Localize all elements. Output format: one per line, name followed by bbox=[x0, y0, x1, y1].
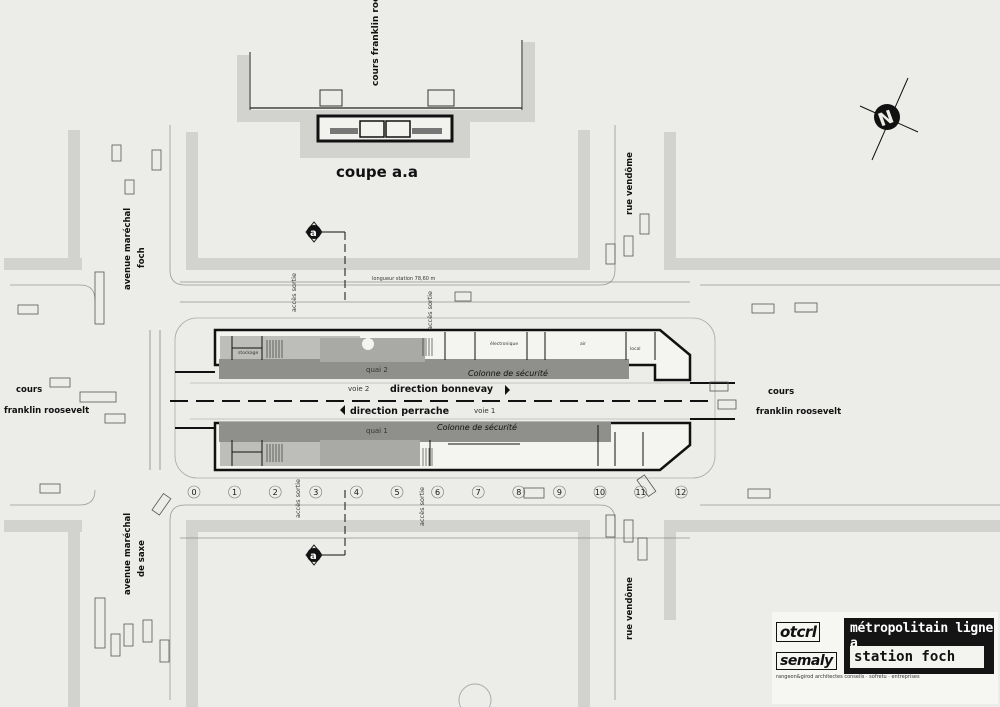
access-labels: accès sortie accès sortie accès sortie a… bbox=[290, 273, 434, 526]
quai1-platform bbox=[219, 422, 611, 442]
compass-icon bbox=[874, 104, 900, 130]
voie1-label: voie 1 bbox=[474, 407, 495, 415]
grid-number: 4 bbox=[354, 488, 359, 497]
section-marker-top: a bbox=[305, 221, 346, 300]
grid-circle bbox=[553, 485, 566, 499]
street-foch-line2: foch bbox=[137, 247, 147, 268]
grid-number: 8 bbox=[516, 488, 521, 497]
grid-circle bbox=[512, 485, 526, 499]
quai2-label: quai 2 bbox=[366, 366, 388, 374]
grid-circle bbox=[390, 485, 404, 499]
room-electronique: électronique bbox=[490, 340, 518, 347]
station-box: stockage électronique local air quai 2 q… bbox=[174, 317, 716, 479]
arrow-right-icon bbox=[505, 385, 510, 395]
room-air: air bbox=[580, 341, 586, 347]
section-marker-bottom-label: a bbox=[310, 551, 317, 562]
cars bbox=[17, 144, 818, 663]
logo-semaly: semaly bbox=[776, 652, 837, 670]
north-label: N bbox=[875, 106, 896, 131]
quai2-platform bbox=[219, 359, 629, 379]
title-note: rangeon&girod architectes conseils · sof… bbox=[776, 674, 920, 680]
grid-number: 6 bbox=[435, 488, 440, 497]
grid-number: 0 bbox=[191, 488, 196, 497]
direction-perrache: direction perrache bbox=[350, 406, 449, 417]
arrow-left-icon bbox=[340, 405, 345, 415]
grid-circle bbox=[471, 485, 485, 499]
acces-sortie-top-right: accès sortie bbox=[426, 291, 434, 330]
grid-number: 1 bbox=[232, 488, 237, 497]
station-name: station foch bbox=[850, 646, 984, 668]
length-note: longueur station 78,60 m bbox=[372, 276, 436, 282]
dimension-lines bbox=[149, 281, 690, 539]
grid-circle bbox=[593, 485, 607, 499]
section-marker-top-label: a bbox=[310, 228, 317, 239]
stamp bbox=[458, 683, 492, 707]
voie2-label: voie 2 bbox=[348, 385, 369, 393]
room-local: local bbox=[630, 346, 641, 352]
section-street-label: cours franklin roosevelt bbox=[371, 0, 381, 86]
grid-circle bbox=[268, 485, 282, 499]
street-cours-right-line1: cours bbox=[768, 387, 794, 397]
colonne-securite-top: Colonne de sécurité bbox=[468, 368, 548, 378]
grid-circle bbox=[187, 485, 201, 499]
north-arrow: N bbox=[859, 77, 919, 161]
grid-number: 10 bbox=[595, 488, 605, 497]
quai1-label: quai 1 bbox=[366, 427, 388, 435]
street-cours-left-line2: franklin roosevelt bbox=[4, 406, 89, 416]
grid-circle bbox=[634, 485, 647, 499]
grid-number: 3 bbox=[313, 488, 318, 497]
street-cours-right-line2: franklin roosevelt bbox=[756, 407, 841, 417]
grid-number: 11 bbox=[636, 488, 646, 497]
section-aa: cours franklin roosevelt coupe a.a bbox=[237, 0, 535, 181]
street-cours-left-line1: cours bbox=[16, 385, 42, 395]
street-vendome-top: rue vendôme bbox=[624, 152, 635, 215]
room-stockage: stockage bbox=[238, 350, 258, 356]
acces-sortie-bottom-left: accès sortie bbox=[294, 479, 302, 518]
street-vendome-bottom: rue vendôme bbox=[624, 577, 635, 640]
tracks: voie 2 direction bonnevay direction perr… bbox=[170, 371, 735, 429]
road-bands bbox=[4, 125, 1000, 707]
grid-circle bbox=[228, 485, 241, 499]
grid-number: 9 bbox=[557, 488, 562, 497]
street-names: avenue maréchal foch avenue maréchal de … bbox=[4, 152, 841, 640]
acces-sortie-bottom-right: accès sortie bbox=[418, 487, 426, 526]
colonne-securite-bottom: Colonne de sécurité bbox=[437, 422, 517, 432]
grid-number: 12 bbox=[676, 488, 686, 497]
section-title: coupe a.a bbox=[336, 163, 418, 181]
grid-number: 7 bbox=[476, 488, 481, 497]
direction-bonnevay: direction bonnevay bbox=[390, 384, 494, 395]
svg-text:avenue maréchal de saxe: avenue maréchal de saxe bbox=[122, 510, 147, 595]
acces-sortie-top-left: accès sortie bbox=[290, 273, 298, 312]
section-marker-bottom: a bbox=[305, 490, 346, 566]
grid-number: 2 bbox=[273, 488, 278, 497]
street-saxe-line1: avenue maréchal bbox=[122, 513, 133, 595]
grid-circle bbox=[431, 485, 444, 499]
grid-circle bbox=[350, 485, 363, 499]
logo-otcrl: otcrl bbox=[776, 622, 821, 642]
title-panel: métropolitain ligne a station foch bbox=[844, 618, 994, 674]
svg-text:avenue maréchal foch: avenue maréchal foch bbox=[122, 205, 147, 290]
street-saxe-line2: de saxe bbox=[137, 540, 147, 577]
grid-number: 5 bbox=[394, 488, 399, 497]
grid-circle bbox=[309, 485, 323, 499]
title-line: métropolitain ligne a bbox=[850, 621, 994, 651]
title-block: otcrl semaly métropolitain ligne a stati… bbox=[772, 612, 998, 704]
grid-circle bbox=[674, 485, 688, 499]
street-foch-line1: avenue maréchal bbox=[122, 208, 133, 290]
